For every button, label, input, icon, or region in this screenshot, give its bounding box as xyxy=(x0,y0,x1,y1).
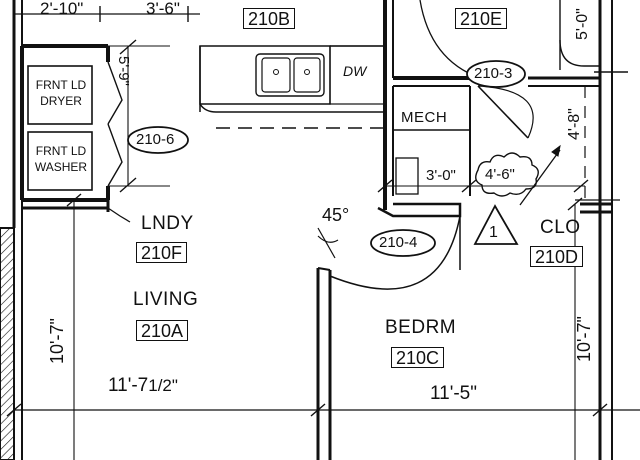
room-name-clo: CLO xyxy=(540,217,581,238)
angle-annotation: 45° xyxy=(322,205,350,225)
room-number-210a: 210A xyxy=(136,320,189,341)
room-number-210b: 210B xyxy=(243,8,296,29)
door-tag-210-6-text: 210-6 xyxy=(136,131,175,148)
revision-number: 1 xyxy=(489,224,498,241)
door-tag-210-4-text: 210-4 xyxy=(379,234,418,251)
door-tag-210-3 xyxy=(466,60,526,88)
dim-living-width-fraction: 1/2" xyxy=(148,376,178,395)
dim-mech-width: 3'-0" xyxy=(426,167,456,184)
dishwasher-label: DW xyxy=(343,63,367,79)
dim-living-height: 10'-7" xyxy=(47,318,67,364)
dim-living-width: 11'-71/2" xyxy=(108,376,178,395)
room-name-mech: MECH xyxy=(401,109,448,126)
dim-bedroom-width: 11'-5" xyxy=(430,383,477,404)
dim-cloud-width: 4'-6" xyxy=(485,166,515,183)
room-number-210f: 210F xyxy=(136,242,188,263)
room-number-210e: 210E xyxy=(455,8,508,29)
exterior-wall-hatched xyxy=(0,227,15,460)
room-number-210d: 210D xyxy=(530,246,584,267)
room-name-bedrm: BEDRM xyxy=(385,317,457,338)
dim-laundry-vertical: 5'-9" xyxy=(115,56,132,86)
door-tag-210-6 xyxy=(127,126,189,154)
door-tag-210-4 xyxy=(370,229,436,257)
dim-top-mid: 3'-6" xyxy=(146,0,180,18)
dim-closet-vertical: 4'-8" xyxy=(566,108,583,140)
dim-bedroom-height: 10'-7" xyxy=(574,316,594,362)
room-name-living: LIVING xyxy=(133,289,199,310)
door-tag-210-3-text: 210-3 xyxy=(474,65,513,82)
room-number-210c: 210C xyxy=(391,347,445,368)
washer-label: FRNT LD WASHER xyxy=(34,144,88,174)
dryer-label: FRNT LD DRYER xyxy=(35,78,87,108)
dim-right-top-vertical: 5'-0" xyxy=(574,8,591,40)
room-name-lndy: LNDY xyxy=(141,213,194,234)
dim-top-left: 2'-10" xyxy=(40,0,84,18)
dim-living-width-whole: 11'-7 xyxy=(108,375,149,396)
